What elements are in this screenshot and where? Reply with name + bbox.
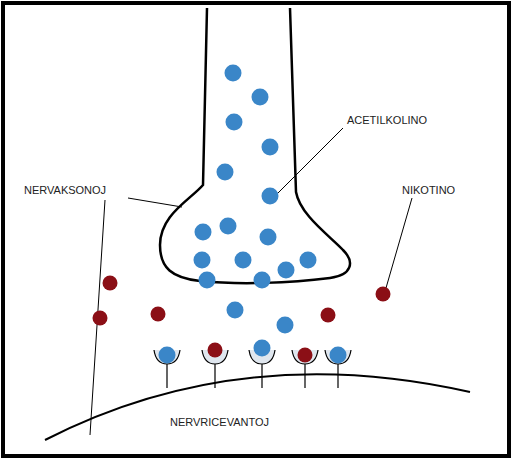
part-label: NIKOTINO (400, 184, 457, 197)
receptor-group (154, 350, 351, 388)
molecule-dot (330, 347, 347, 364)
frame (3, 3, 509, 456)
leader-line (386, 198, 412, 288)
molecule-dot (278, 262, 295, 279)
leader-line (275, 128, 343, 196)
leader-line (128, 198, 182, 207)
molecule-dot (159, 347, 176, 364)
molecule-dot (225, 65, 242, 82)
part-label: ACETILKOLINO (345, 114, 429, 127)
molecule-dot (194, 252, 211, 269)
molecule-dot (254, 340, 271, 357)
molecule-dot (260, 229, 277, 246)
molecule-dot (227, 302, 244, 319)
molecule-dot (277, 317, 294, 334)
molecule-dot (252, 89, 269, 106)
molecule-dot (199, 272, 216, 289)
molecule-dot (254, 272, 271, 289)
molecule-dot (226, 114, 243, 131)
molecule-dot (195, 224, 212, 241)
molecule-dot (298, 348, 313, 363)
molecule-dot (151, 307, 166, 322)
receiver-membrane (45, 374, 470, 440)
molecule-dot (262, 188, 279, 205)
molecule-dot (300, 252, 317, 269)
nicotine-molecules (93, 276, 391, 363)
axon-terminal (160, 8, 350, 283)
part-label: NERVAKSONOJ (22, 184, 108, 197)
molecule-dot (262, 139, 279, 156)
molecule-dot (93, 311, 108, 326)
molecule-dot (208, 343, 223, 358)
molecule-dot (220, 218, 237, 235)
molecule-dot (235, 252, 252, 269)
molecule-dot (321, 308, 336, 323)
part-label: NERVRICEVANTOJ (168, 416, 271, 429)
molecule-dot (103, 276, 118, 291)
molecule-dot (376, 287, 391, 302)
acetylcholine-molecules (159, 65, 347, 364)
molecule-dot (217, 164, 234, 181)
